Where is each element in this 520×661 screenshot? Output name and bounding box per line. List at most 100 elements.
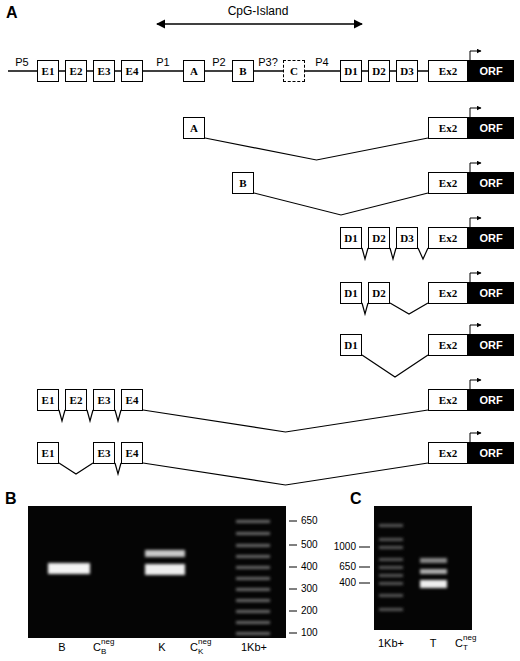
exon-name: D1 [344, 233, 357, 244]
lane-superscript: neg [463, 634, 476, 642]
panel-letter: B [5, 491, 17, 507]
exon-name: C [290, 66, 298, 77]
panel-letter: A [6, 5, 18, 21]
orf-box: ORF [468, 172, 514, 194]
region-label: CpG-Island [228, 5, 289, 17]
exon-name: D3 [400, 66, 413, 77]
exon-box: A [183, 60, 205, 82]
exon-name: Ex2 [439, 448, 457, 459]
exon-name: E1 [42, 395, 55, 406]
start-site-arrow [470, 218, 481, 227]
exon-box: Ex2 [428, 117, 468, 139]
size-marker: 500 [301, 540, 318, 550]
splice-connector [362, 355, 428, 377]
orf-box: ORF [468, 389, 514, 411]
promoter-label: P2 [210, 57, 227, 68]
ladder-band [379, 582, 403, 585]
gel-background [28, 506, 286, 638]
orf-box: ORF [468, 282, 514, 304]
ladder-band [236, 577, 270, 580]
exon-name: Ex2 [439, 395, 457, 406]
lane-label: C [93, 642, 101, 653]
size-marker: 300 [301, 584, 318, 594]
exon-box: E4 [121, 60, 143, 82]
ladder-lane [379, 524, 403, 611]
lane-label: K [158, 642, 165, 653]
tick [359, 567, 370, 568]
tick [289, 589, 297, 590]
gel-band [420, 580, 447, 588]
exon-name: E1 [42, 448, 55, 459]
lane-label: B [58, 642, 65, 653]
exon-name: D1 [344, 340, 357, 351]
exon-name: ORF [479, 340, 502, 351]
splice-connector [254, 193, 428, 215]
size-marker: 200 [301, 606, 318, 616]
tick [289, 611, 297, 612]
exon-box: E3 [93, 389, 115, 411]
start-site-arrow [470, 380, 481, 389]
start-site-arrow [470, 163, 481, 172]
ladder-band [379, 546, 403, 549]
marker-ticks [289, 521, 297, 633]
ladder-band [236, 532, 270, 535]
exon-name: E4 [126, 66, 139, 77]
exon-name: Ex2 [439, 340, 457, 351]
exon-box: D3 [396, 227, 418, 249]
exon-name: E4 [126, 448, 139, 459]
orf-box: ORF [468, 442, 514, 464]
exon-name: A [190, 123, 198, 134]
gel-b [28, 506, 297, 638]
lane-label: 1Kb+ [241, 642, 267, 653]
exon-box: D2 [368, 227, 390, 249]
ladder-band [236, 599, 270, 602]
ladder-band [236, 610, 270, 613]
exon-box: D2 [368, 282, 390, 304]
lane-subscript: K [198, 648, 203, 656]
ladder-band [379, 524, 403, 527]
exon-name: Ex2 [439, 288, 457, 299]
exon-name: ORF [479, 178, 502, 189]
exon-box: Ex2 [428, 442, 468, 464]
exon-box: A [183, 117, 205, 139]
size-marker: 1000 [334, 542, 356, 552]
lane-superscript: neg [198, 638, 211, 646]
ladder-band [236, 588, 270, 591]
ladder-band [379, 538, 403, 541]
putative-exon-box: C [283, 60, 305, 82]
promoter-label: P5 [13, 57, 30, 68]
ladder-band [236, 555, 270, 558]
exon-box: D1 [340, 282, 362, 304]
lane-superscript: neg [101, 638, 114, 646]
exon-name: ORF [479, 66, 502, 77]
exon-name: D2 [372, 66, 385, 77]
exon-name: Ex2 [439, 123, 457, 134]
ladder-band [236, 621, 270, 624]
lane-label: C [455, 638, 463, 649]
gel-band [145, 550, 185, 557]
exon-box: Ex2 [428, 282, 468, 304]
gel-band [420, 558, 447, 563]
splice-connector [362, 248, 368, 259]
splice-connector [115, 463, 121, 474]
exon-name: Ex2 [439, 66, 457, 77]
splice-connector [418, 248, 428, 259]
exon-name: D2 [372, 233, 385, 244]
splice-connector [205, 138, 428, 160]
exon-name: E2 [70, 395, 83, 406]
tick [289, 521, 297, 522]
panel-letter: C [350, 491, 362, 507]
exon-name: ORF [479, 123, 502, 134]
exon-box: Ex2 [428, 172, 468, 194]
exon-name: ORF [479, 448, 502, 459]
exon-box: E3 [93, 442, 115, 464]
splice-connector [390, 303, 428, 314]
start-site-arrow [470, 433, 481, 442]
exon-box: B [232, 60, 254, 82]
exon-box: E2 [65, 389, 87, 411]
lane-label: 1Kb+ [378, 638, 404, 649]
exon-name: D1 [344, 66, 357, 77]
exon-box: D1 [340, 60, 362, 82]
exon-box: Ex2 [428, 334, 468, 356]
